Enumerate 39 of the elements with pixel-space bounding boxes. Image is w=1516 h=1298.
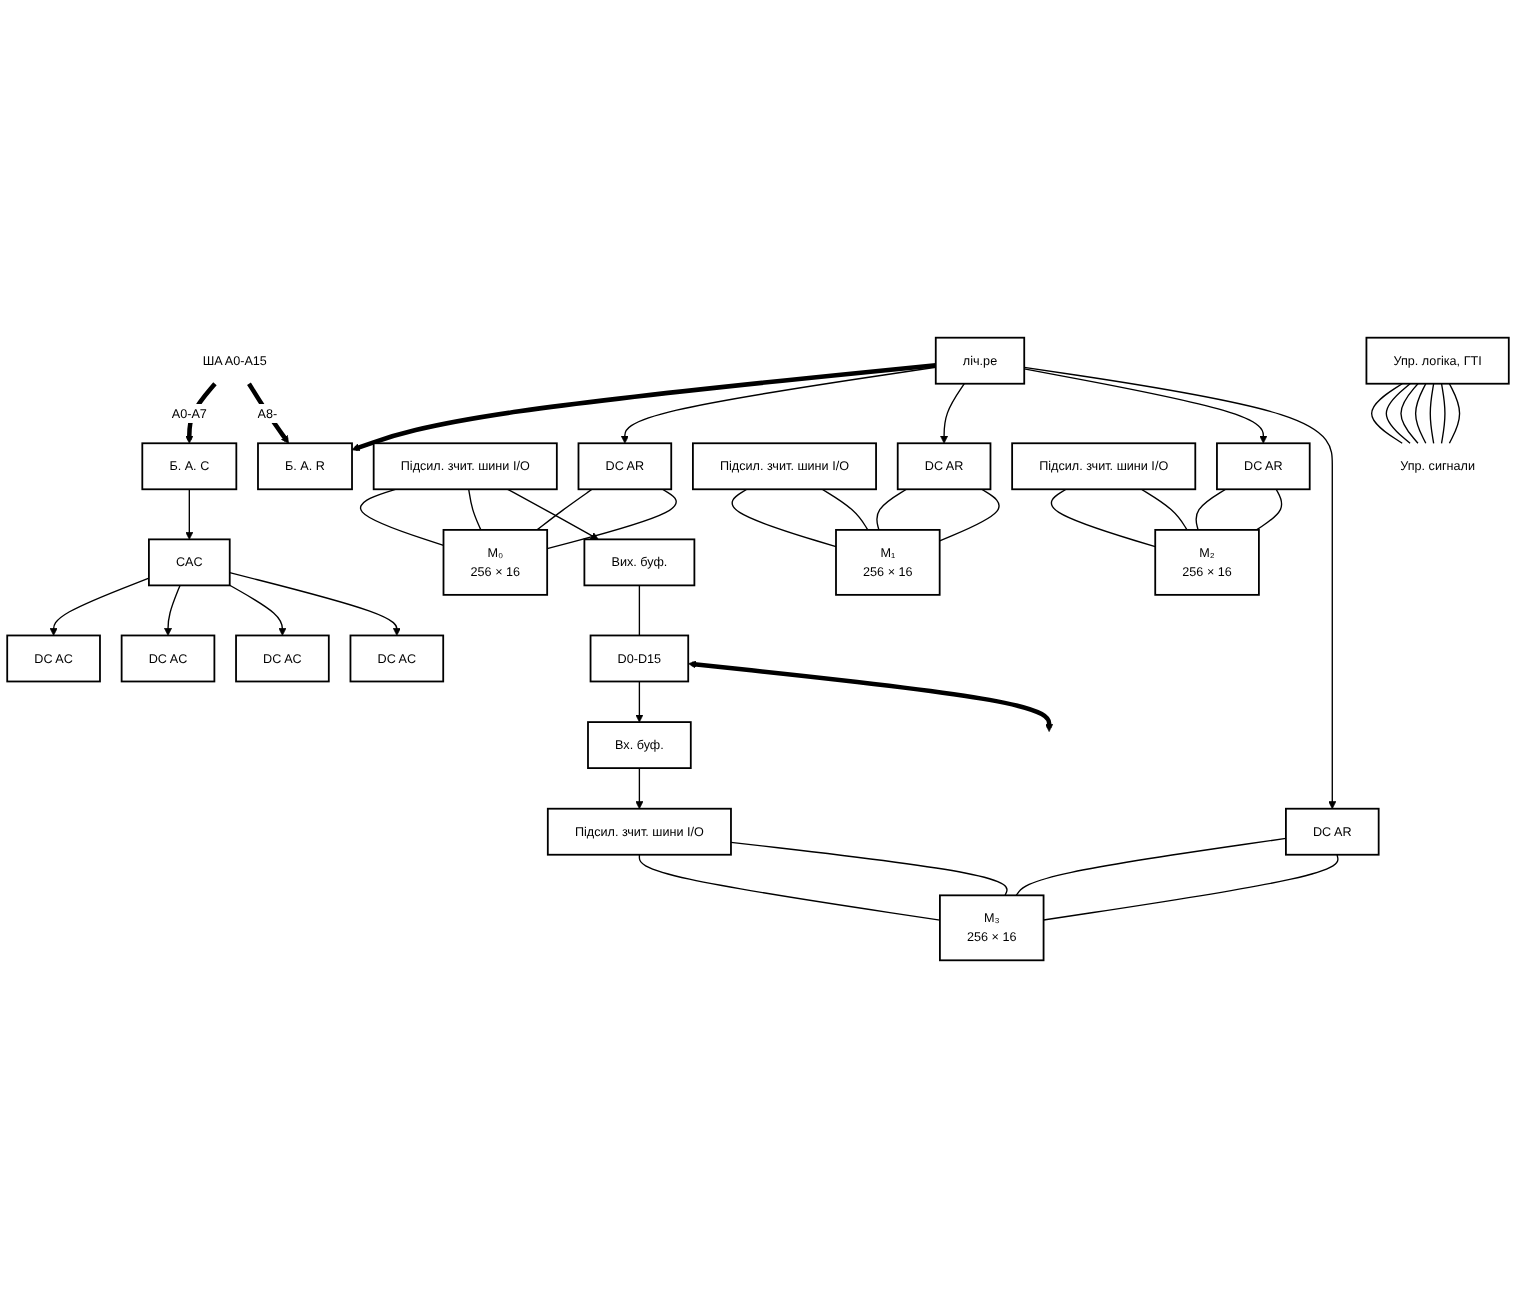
connector xyxy=(731,488,837,548)
arrow xyxy=(940,383,966,444)
connector xyxy=(1042,854,1339,921)
connector xyxy=(468,488,482,531)
connector xyxy=(939,488,1000,542)
connector xyxy=(1015,837,1287,896)
connector xyxy=(821,488,869,531)
arrow xyxy=(229,584,287,636)
connector xyxy=(536,488,593,531)
arrow xyxy=(635,680,644,723)
arrow xyxy=(635,767,644,810)
connector xyxy=(1448,383,1461,444)
arrow xyxy=(49,577,150,636)
connector xyxy=(1440,383,1446,444)
connector xyxy=(638,854,941,921)
connector xyxy=(1385,383,1411,444)
arrow xyxy=(164,584,181,636)
arrow xyxy=(620,366,937,444)
arrow xyxy=(229,571,401,636)
connector xyxy=(1050,488,1156,548)
connector xyxy=(1140,488,1188,531)
arrow xyxy=(1023,368,1268,444)
connector xyxy=(1400,383,1419,444)
connector xyxy=(1429,383,1435,444)
arrow xyxy=(688,660,1054,732)
arrow xyxy=(185,488,194,540)
connector xyxy=(1414,383,1427,444)
connector xyxy=(359,488,445,547)
connector xyxy=(1195,488,1227,531)
connector xyxy=(730,841,1008,896)
arrow xyxy=(351,362,936,452)
connector xyxy=(876,488,908,531)
arrow xyxy=(506,488,599,540)
arrow xyxy=(247,382,289,444)
connector xyxy=(1255,488,1283,531)
connector xyxy=(638,584,641,637)
connector xyxy=(1371,383,1403,444)
arrow xyxy=(1023,366,1337,810)
connector xyxy=(546,488,677,550)
